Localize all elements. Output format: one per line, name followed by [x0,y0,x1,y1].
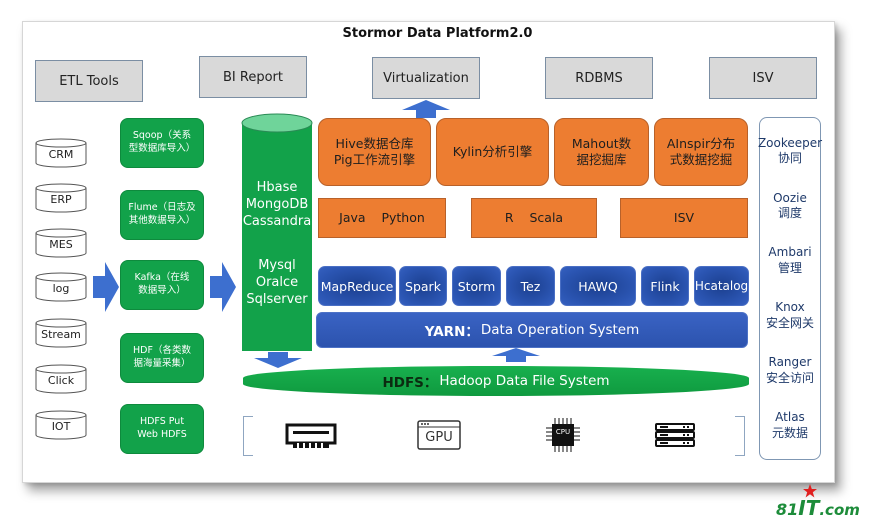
diagram-title: Stormor Data Platform2.0 [342,26,533,41]
gpu-label: GPU [425,430,453,445]
engine-mahout: Mahout数据挖掘库 [554,118,649,186]
source-label: CRM [48,148,74,161]
source-label: MES [49,238,73,251]
cpu-icon [546,418,580,452]
compute-hcatalog: Hcatalog [694,266,749,306]
nosql-list: Hbase MongoDB Cassandra [242,180,312,229]
source-label: log [52,282,70,295]
bi-report-box: BI Report [199,56,307,98]
source-iot: IOT [35,410,87,440]
database-icon [35,228,87,258]
cpu-label: CPU [555,428,571,436]
virtualization-box: Virtualization [372,57,480,99]
yarn-desc: Data Operation System [480,322,640,338]
database-icon [35,183,87,213]
source-mes: MES [35,228,87,258]
database-icon [35,410,87,440]
lang-java-python: Java Python [318,198,446,238]
etl-tools-box: ETL Tools [35,60,143,102]
memory-icon [285,423,337,448]
ingest-sqoop: Sqoop（关系型数据库导入） [120,118,204,168]
compute-flink: Flink [641,266,689,306]
database-icon [35,318,87,348]
compute-hawq: HAWQ [560,266,636,306]
compute-spark: Spark [399,266,447,306]
yarn-label: YARN： [424,324,479,340]
isv-top-box: ISV [709,57,817,99]
database-icon [35,364,87,394]
database-icon [35,272,87,302]
right-arrow-icon [93,262,119,312]
lang-isv: ISV [620,198,748,238]
source-log: log [35,272,87,302]
hdfs-layer: HDFS： Hadoop Data File System [243,366,749,396]
compute-storm: Storm [452,266,501,306]
compute-tez: Tez [506,266,555,306]
yarn-layer: YARN： Data Operation System [316,312,748,348]
source-label: ERP [50,193,72,206]
bracket-left [243,416,253,456]
star-icon [803,484,817,498]
source-label: Stream [41,328,81,341]
database-icon [35,138,87,168]
lang-r-scala: R Scala [471,198,597,238]
engine-ainspir: AInspir分布式数据挖掘 [654,118,748,186]
server-rack-icon [655,423,695,447]
right-arrow-icon [210,262,236,312]
down-arrow-icon [254,352,302,368]
hdfs-desc: Hadoop Data File System [439,373,610,389]
source-label: Click [47,374,75,387]
watermark-logo: 81IT.com [776,496,860,520]
source-click: Click [35,364,87,394]
ingest-hdf: HDF（各类数据海量采集） [120,333,204,383]
compute-mapreduce: MapReduce [318,266,396,306]
up-arrow-icon [492,348,540,362]
ingest-flume: Flume（日志及其他数据导入） [120,190,204,240]
hdfs-label: HDFS： [382,375,438,391]
engine-kylin: Kylin分析引擎 [436,118,549,186]
source-label: IOT [51,420,71,433]
bracket-right [735,416,745,456]
sql-list: Mysql Oralce Sqlserver [246,258,308,307]
source-stream: Stream [35,318,87,348]
ingest-kafka: Kafka（在线数据导入） [120,260,204,310]
rdbms-box: RDBMS [545,57,653,99]
source-crm: CRM [35,138,87,168]
gpu-icon [417,420,461,450]
source-erp: ERP [35,183,87,213]
up-arrow-icon [402,100,450,118]
database-cylinder [241,113,313,351]
